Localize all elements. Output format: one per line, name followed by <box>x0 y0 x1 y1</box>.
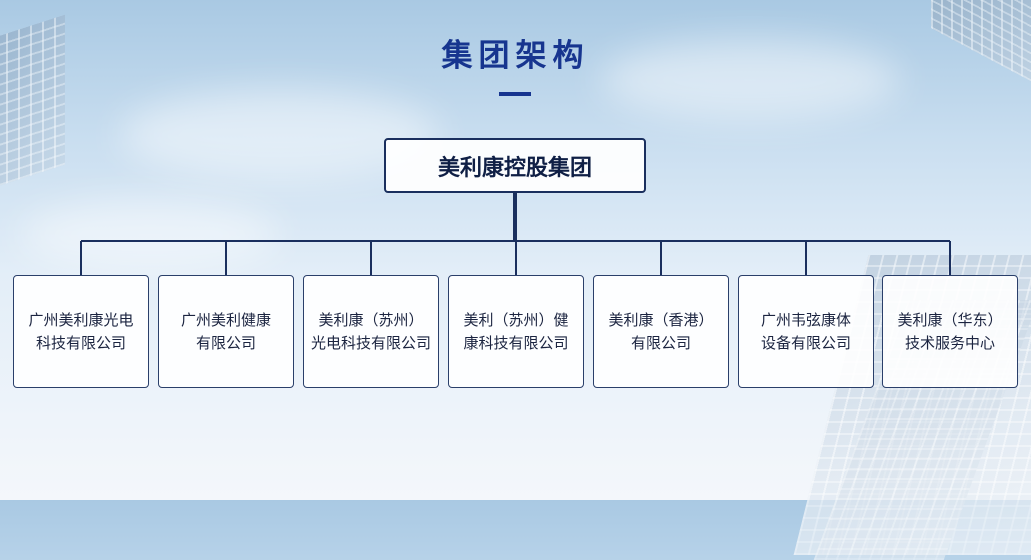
background-cloud <box>600 40 900 120</box>
org-child-label: 美利康（苏州） 光电科技有限公司 <box>310 310 431 352</box>
org-child-label: 美利康（华东） 技术服务中心 <box>897 310 1003 352</box>
org-child-label: 美利（苏州）健 康科技有限公司 <box>463 310 569 352</box>
org-child-label: 美利康（香港） 有限公司 <box>608 310 714 352</box>
org-child-node: 美利康（苏州） 光电科技有限公司 <box>303 275 439 388</box>
org-child-label: 广州美利健康 有限公司 <box>180 310 271 352</box>
org-child-node: 美利（苏州）健 康科技有限公司 <box>448 275 584 388</box>
org-child-node: 广州韦弦康体 设备有限公司 <box>738 275 874 388</box>
org-child-node: 美利康（华东） 技术服务中心 <box>882 275 1018 388</box>
background-cloud <box>20 200 280 270</box>
org-child-node: 广州美利康光电 科技有限公司 <box>13 275 149 388</box>
org-root-node: 美利康控股集团 <box>384 138 646 193</box>
org-child-label: 广州韦弦康体 设备有限公司 <box>760 310 851 352</box>
org-root-label: 美利康控股集团 <box>437 155 592 181</box>
org-child-node: 美利康（香港） 有限公司 <box>593 275 729 388</box>
org-child-label: 广州美利康光电 科技有限公司 <box>28 310 134 352</box>
page-title: 集团架构 <box>441 38 590 74</box>
org-child-node: 广州美利健康 有限公司 <box>158 275 294 388</box>
title-underline <box>499 92 531 96</box>
